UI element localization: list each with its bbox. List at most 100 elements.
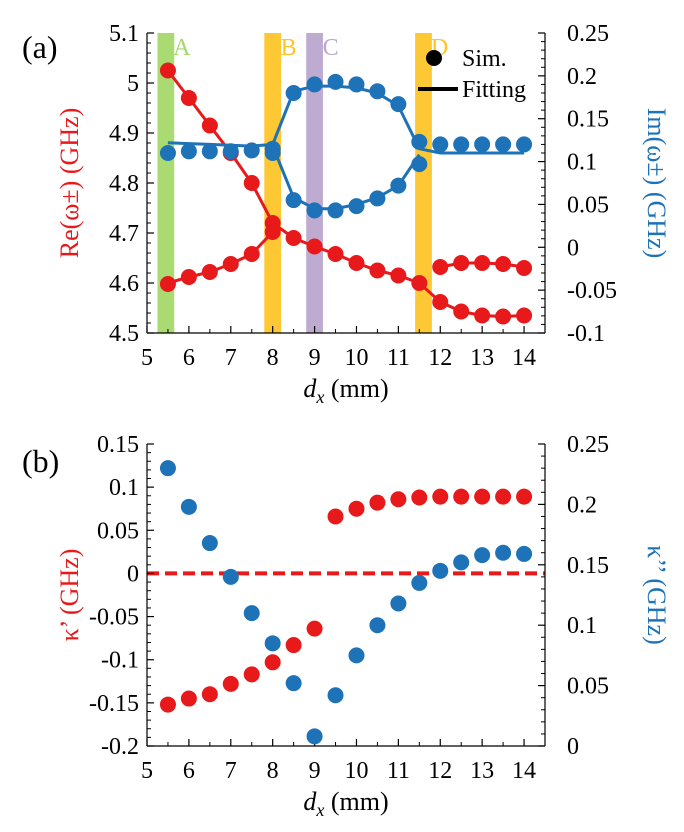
y-right-tick-label: 0.1: [567, 150, 597, 176]
series-1-point: [453, 255, 470, 271]
series-1-point: [474, 255, 491, 271]
series-1-point: [411, 574, 428, 591]
series-1-point: [516, 545, 533, 562]
panel-b-label: (b): [22, 443, 59, 479]
y-right-tick-label: 0: [567, 734, 579, 760]
y-right-tick-label: 0.25: [567, 21, 609, 47]
series-1-point: [348, 647, 365, 664]
legend-sim-marker: [426, 50, 442, 66]
series-4-point: [348, 76, 365, 93]
series-0-point: [411, 489, 428, 506]
series-0-point: [201, 117, 218, 134]
series-1-point: [159, 460, 176, 477]
region-band-B: [264, 33, 282, 333]
region-label-A: A: [173, 35, 191, 61]
series-1-point: [453, 554, 470, 571]
series-1-point: [369, 617, 386, 634]
x-tick-label: 8: [267, 758, 279, 784]
series-5-point: [327, 202, 344, 219]
x-tick-label: 6: [183, 345, 195, 371]
series-0-point: [285, 637, 302, 654]
x-tick-label: 9: [309, 345, 321, 371]
series-4-point: [180, 143, 197, 160]
y-left-axis-label: κ’ (GHz): [55, 549, 84, 642]
series-0-point: [474, 488, 491, 505]
series-1-point: [222, 256, 239, 272]
series-5-point: [390, 177, 407, 194]
series-4-point: [411, 133, 428, 150]
y-left-tick-label: 0.05: [97, 518, 139, 544]
series-4-point: [390, 96, 407, 113]
y-left-tick-label: 5.1: [109, 21, 139, 47]
series-1-point: [180, 269, 197, 285]
y-right-tick-label: 0.05: [567, 674, 609, 700]
series-5-point: [348, 198, 365, 215]
y-right-tick-label: 0: [567, 235, 579, 261]
series-5-point: [369, 190, 386, 207]
series-0-point: [327, 246, 344, 262]
region-band-A: [157, 33, 175, 333]
y-left-tick-label: 0.15: [97, 432, 139, 458]
series-1-point: [390, 595, 407, 612]
x-tick-label: 11: [387, 345, 410, 371]
x-tick-label: 7: [225, 345, 237, 371]
y-left-tick-label: 4.6: [109, 271, 139, 297]
series-4-point: [432, 136, 449, 153]
series-4-point: [495, 136, 512, 153]
x-tick-label: 7: [225, 758, 237, 784]
series-0-point: [432, 488, 449, 505]
series-line-2: [166, 69, 525, 319]
series-5-point: [411, 156, 428, 173]
legend-sim-label: Sim.: [462, 46, 507, 72]
region-band-D: [415, 33, 432, 333]
series-1-point: [285, 675, 302, 692]
series-0-point: [306, 620, 323, 637]
series-1-point: [243, 246, 260, 262]
series-0-point: [432, 294, 449, 310]
x-tick-label: 11: [387, 758, 410, 784]
panel-a-label: (a): [22, 29, 58, 65]
series-0-point: [495, 488, 512, 505]
y-left-tick-label: 0: [127, 561, 139, 587]
y-right-tick-label: 0.2: [567, 64, 597, 90]
series-0-point: [411, 275, 428, 291]
series-1-point: [306, 728, 323, 745]
legend-fit-label: Fitting: [462, 77, 526, 103]
series-4-point: [369, 83, 386, 100]
x-tick-label: 14: [512, 758, 536, 784]
region-label-C: C: [323, 35, 339, 61]
series-1-point: [495, 256, 512, 272]
y-right-tick-label: 0.1: [567, 613, 597, 639]
y-left-tick-label: 4.5: [109, 321, 139, 347]
series-4-point: [222, 143, 239, 160]
series-0-point: [327, 508, 344, 525]
y-right-tick-label: 0.2: [567, 492, 597, 518]
x-tick-label: 9: [309, 758, 321, 784]
series-1-point: [516, 260, 533, 276]
series-1-point: [159, 276, 176, 292]
series-1-point: [474, 547, 491, 564]
y-right-tick-label: -0.1: [567, 321, 605, 347]
x-tick-label: 12: [428, 758, 452, 784]
series-0-point: [180, 90, 197, 106]
y-left-tick-label: 0.1: [109, 475, 139, 501]
x-tick-label: 6: [183, 758, 195, 784]
x-tick-label: 8: [267, 345, 279, 371]
x-tick-label: 5: [141, 758, 153, 784]
y-right-axis-label: Im(ω±) (GHz): [642, 108, 671, 259]
series-1-point: [432, 562, 449, 579]
series-0-point: [369, 262, 386, 279]
series-1-point: [201, 535, 218, 552]
y-left-tick-label: -0.15: [89, 691, 139, 717]
series-0-point: [453, 488, 470, 505]
y-left-tick-label: 4.7: [109, 221, 139, 247]
series-1-point: [264, 635, 281, 652]
series-0-point: [495, 308, 512, 325]
series-5-point: [264, 145, 281, 161]
x-tick-label: 10: [344, 345, 368, 371]
y-left-tick-label: 4.9: [109, 121, 139, 147]
series-4-point: [285, 85, 302, 101]
